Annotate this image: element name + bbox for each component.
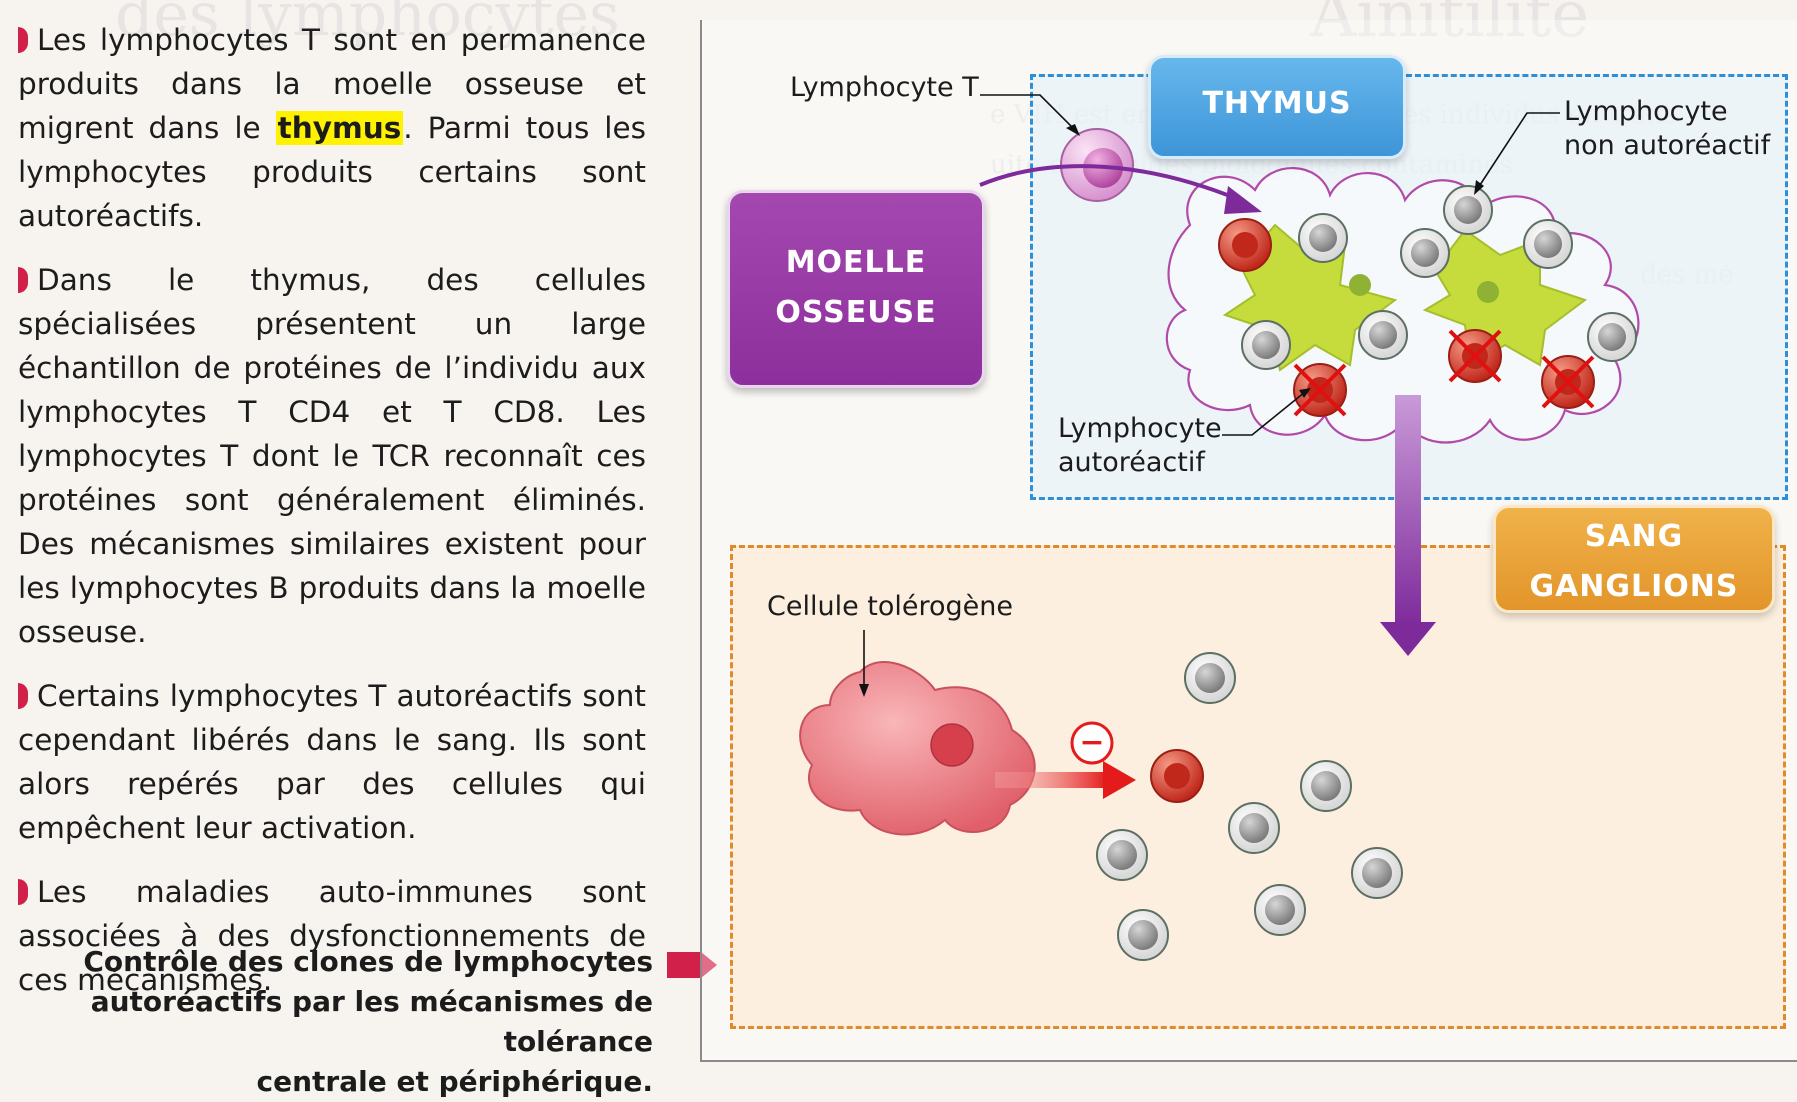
bullet-marker xyxy=(18,27,28,53)
blood-normal-cells xyxy=(1096,652,1403,961)
highlighted-term: thymus xyxy=(275,111,404,145)
sang-line-2: GANGLIONS xyxy=(1529,569,1739,604)
lymphocyte-autoreactive-inhibited xyxy=(1150,749,1204,803)
caption-line-2: autoréactifs par les mécanismes de tolér… xyxy=(90,985,653,1058)
migration-arrow xyxy=(979,164,1241,202)
p4-text: Les maladies auto-immunes sont associées… xyxy=(18,875,646,997)
leader-arrowhead xyxy=(1474,180,1484,195)
lymphocyte-normal xyxy=(1351,847,1403,899)
lymphocyte-normal xyxy=(1358,310,1408,360)
paragraph-1: Les lymphocytes T sont en permanence pro… xyxy=(18,18,646,238)
paragraph-4: Les maladies auto-immunes sont associées… xyxy=(18,870,646,1002)
paragraph-3: Certains lymphocytes T autoréactifs sont… xyxy=(18,674,646,850)
lymphocyte-normal xyxy=(1096,829,1148,881)
migration-arrow-head xyxy=(1224,186,1262,214)
moelle-line-1: MOELLE xyxy=(785,245,927,280)
lymphocyte-autoreactive xyxy=(1218,218,1272,272)
inhibition-sign: − xyxy=(1079,725,1104,760)
p1-before: Les lymphocytes T sont en permanence pro… xyxy=(18,23,646,145)
lymphocyte-normal xyxy=(1300,760,1352,812)
text-column: Les lymphocytes T sont en permanence pro… xyxy=(18,18,646,1022)
bullet-marker xyxy=(18,683,28,709)
lymphocyte-normal xyxy=(1400,228,1450,278)
label-cellule-tolerogene: Cellule tolérogène xyxy=(767,591,1013,622)
leader-lymphocyte-t xyxy=(980,94,1076,131)
lymphocyte-normal xyxy=(1298,213,1348,263)
lymphocyte-normal xyxy=(1228,802,1280,854)
p3-text: Certains lymphocytes T autoréactifs sont… xyxy=(18,679,646,845)
caption-pointer-icon xyxy=(667,952,717,978)
lymphocyte-eliminated-1 xyxy=(1293,363,1347,417)
label-non-autoreactif-line-2: non autoréactif xyxy=(1564,130,1771,161)
label-autoreactif-line-2: autoréactif xyxy=(1058,447,1205,478)
caption-line-1: Contrôle des clones de lymphocytes xyxy=(83,945,653,978)
label-autoreactif: Lymphocyte autoréactif xyxy=(1058,412,1222,480)
lymphocyte-eliminated-2 xyxy=(1448,329,1502,383)
moelle-osseuse-box: MOELLE OSSEUSE xyxy=(727,190,985,388)
p2-text: Dans le thymus, des cellules spécialisée… xyxy=(18,263,646,649)
leader-lines xyxy=(863,94,1560,690)
paragraph-2: Dans le thymus, des cellules spécialisée… xyxy=(18,258,646,654)
thymus-label: THYMUS xyxy=(1202,86,1352,121)
leader-arrowhead xyxy=(859,684,869,697)
thymus-normal-cells xyxy=(1241,185,1637,370)
bullet-marker xyxy=(18,267,28,293)
lymphocyte-normal xyxy=(1254,884,1306,936)
p1-after: . Parmi tous les lymphocytes produits ce… xyxy=(18,111,646,233)
label-lymphocyte-t: Lymphocyte T xyxy=(790,72,979,103)
inhibition-arrow-shaft xyxy=(995,772,1107,788)
inhibition-arrow-head xyxy=(1103,761,1136,799)
leader-arrowhead xyxy=(1066,124,1080,136)
lymphocyte-eliminated-3 xyxy=(1541,355,1595,409)
leader-non-autoreactive xyxy=(1477,112,1560,189)
presenting-cell-nucleus xyxy=(1349,274,1371,296)
leader-arrowhead xyxy=(1299,388,1311,398)
lymphocyte-normal xyxy=(1184,652,1236,704)
tolerogenic-cell-nucleus xyxy=(930,723,974,767)
lymphocyte-normal xyxy=(1523,219,1573,269)
label-non-autoreactif-line-1: Lymphocyte xyxy=(1564,96,1728,127)
inhibition-symbol-icon xyxy=(1070,721,1114,765)
bullet-marker xyxy=(18,879,28,905)
moelle-line-2: OSSEUSE xyxy=(775,295,937,330)
label-autoreactif-line-1: Lymphocyte xyxy=(1058,413,1222,444)
thymus-box: THYMUS xyxy=(1148,55,1406,159)
presenting-cell-nucleus xyxy=(1477,281,1499,303)
sang-line-1: SANG xyxy=(1584,519,1684,554)
lymphocyte-normal xyxy=(1587,312,1637,362)
sang-ganglions-box: SANG GANGLIONS xyxy=(1493,505,1775,613)
tolerogenic-cell xyxy=(799,661,1036,836)
label-non-autoreactif: Lymphocyte non autoréactif xyxy=(1564,95,1770,163)
leader-autoreactive xyxy=(1222,391,1306,436)
release-arrow-shaft xyxy=(1395,395,1421,627)
lymphocyte-normal xyxy=(1443,185,1493,235)
lymphocyte-normal xyxy=(1117,909,1169,961)
lymphocyte-normal xyxy=(1241,320,1291,370)
presenting-cell-right xyxy=(1422,228,1588,367)
release-arrow-head xyxy=(1380,622,1436,656)
